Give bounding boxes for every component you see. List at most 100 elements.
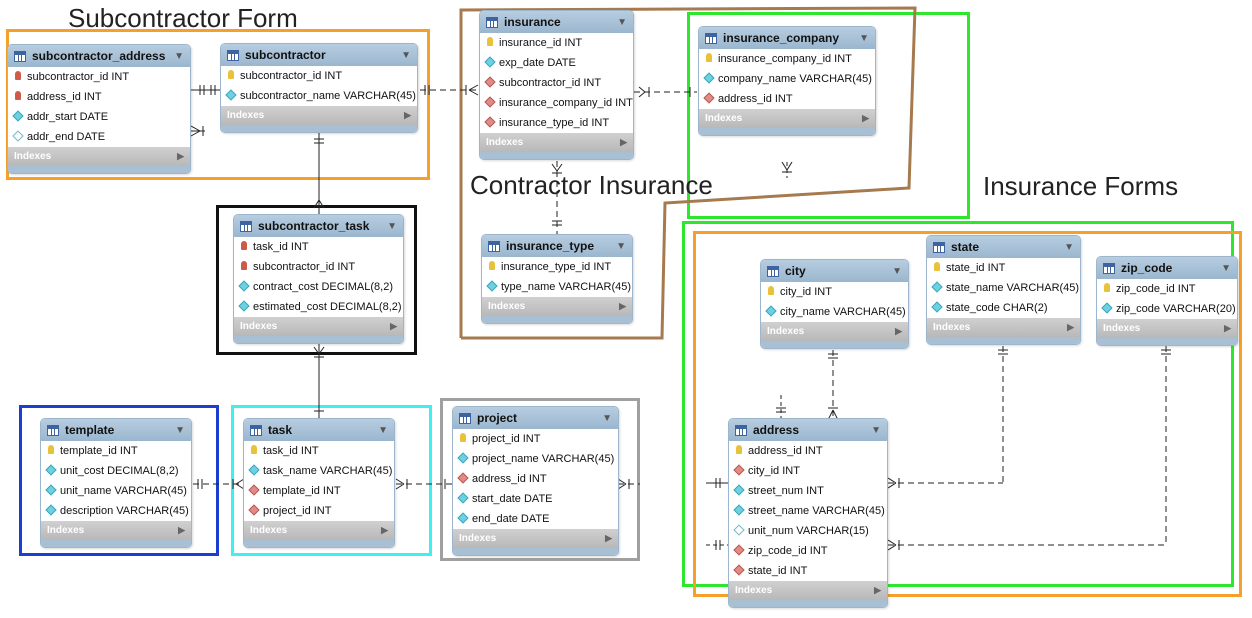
column-row[interactable]: address_id INT (729, 441, 887, 461)
collapse-triangle-icon[interactable]: ▼ (859, 32, 869, 44)
expand-arrow-icon[interactable]: ▶ (605, 533, 612, 543)
expand-arrow-icon[interactable]: ▶ (1067, 322, 1074, 332)
column-row[interactable]: city_id INT (761, 282, 908, 302)
collapse-triangle-icon[interactable]: ▼ (871, 424, 881, 436)
column-row[interactable]: contract_cost DECIMAL(8,2) (234, 277, 403, 297)
column-row[interactable]: zip_code_id INT (1097, 279, 1237, 299)
column-row[interactable]: template_id INT (244, 481, 394, 501)
table-insurance-company[interactable]: insurance_company▼insurance_company_id I… (698, 26, 876, 136)
expand-arrow-icon[interactable]: ▶ (178, 525, 185, 535)
column-row[interactable]: address_id INT (8, 87, 190, 107)
column-row[interactable]: address_id INT (453, 469, 618, 489)
table-header[interactable]: city▼ (761, 260, 908, 282)
table-header[interactable]: subcontractor_address▼ (8, 45, 190, 67)
collapse-triangle-icon[interactable]: ▼ (1221, 262, 1231, 274)
expand-arrow-icon[interactable]: ▶ (390, 321, 397, 331)
column-row[interactable]: addr_end DATE (8, 127, 190, 147)
indexes-bar[interactable]: Indexes▶ (41, 521, 191, 540)
column-row[interactable]: state_code CHAR(2) (927, 298, 1080, 318)
column-row[interactable]: template_id INT (41, 441, 191, 461)
indexes-bar[interactable]: Indexes▶ (480, 133, 633, 152)
column-row[interactable]: zip_code_id INT (729, 541, 887, 561)
column-row[interactable]: subcontractor_id INT (221, 66, 417, 86)
column-row[interactable]: project_id INT (244, 501, 394, 521)
table-header[interactable]: project▼ (453, 407, 618, 429)
indexes-bar[interactable]: Indexes▶ (699, 109, 875, 128)
column-row[interactable]: insurance_type_id INT (480, 113, 633, 133)
collapse-triangle-icon[interactable]: ▼ (378, 424, 388, 436)
table-subcontractor-address[interactable]: subcontractor_address▼subcontractor_id I… (7, 44, 191, 174)
column-row[interactable]: subcontractor_id INT (234, 257, 403, 277)
collapse-triangle-icon[interactable]: ▼ (616, 240, 626, 252)
table-header[interactable]: insurance▼ (480, 11, 633, 33)
column-row[interactable]: unit_cost DECIMAL(8,2) (41, 461, 191, 481)
column-row[interactable]: insurance_company_id INT (699, 49, 875, 69)
column-row[interactable]: street_name VARCHAR(45) (729, 501, 887, 521)
table-header[interactable]: insurance_type▼ (482, 235, 632, 257)
column-row[interactable]: task_name VARCHAR(45) (244, 461, 394, 481)
indexes-bar[interactable]: Indexes▶ (761, 322, 908, 341)
column-row[interactable]: start_date DATE (453, 489, 618, 509)
expand-arrow-icon[interactable]: ▶ (381, 525, 388, 535)
indexes-bar[interactable]: Indexes▶ (234, 317, 403, 336)
column-row[interactable]: street_num INT (729, 481, 887, 501)
column-row[interactable]: type_name VARCHAR(45) (482, 277, 632, 297)
indexes-bar[interactable]: Indexes▶ (1097, 319, 1237, 338)
column-row[interactable]: task_id INT (234, 237, 403, 257)
column-row[interactable]: state_name VARCHAR(45) (927, 278, 1080, 298)
collapse-triangle-icon[interactable]: ▼ (401, 49, 411, 61)
expand-arrow-icon[interactable]: ▶ (620, 137, 627, 147)
table-header[interactable]: subcontractor▼ (221, 44, 417, 66)
indexes-bar[interactable]: Indexes▶ (244, 521, 394, 540)
column-row[interactable]: unit_name VARCHAR(45) (41, 481, 191, 501)
expand-arrow-icon[interactable]: ▶ (619, 301, 626, 311)
expand-arrow-icon[interactable]: ▶ (1224, 323, 1231, 333)
column-row[interactable]: project_id INT (453, 429, 618, 449)
column-row[interactable]: project_name VARCHAR(45) (453, 449, 618, 469)
column-row[interactable]: addr_start DATE (8, 107, 190, 127)
column-row[interactable]: description VARCHAR(45) (41, 501, 191, 521)
table-header[interactable]: address▼ (729, 419, 887, 441)
column-row[interactable]: address_id INT (699, 89, 875, 109)
column-row[interactable]: exp_date DATE (480, 53, 633, 73)
column-row[interactable]: insurance_type_id INT (482, 257, 632, 277)
collapse-triangle-icon[interactable]: ▼ (892, 265, 902, 277)
table-header[interactable]: insurance_company▼ (699, 27, 875, 49)
column-row[interactable]: insurance_company_id INT (480, 93, 633, 113)
expand-arrow-icon[interactable]: ▶ (177, 151, 184, 161)
column-row[interactable]: task_id INT (244, 441, 394, 461)
indexes-bar[interactable]: Indexes▶ (8, 147, 190, 166)
indexes-bar[interactable]: Indexes▶ (729, 581, 887, 600)
column-row[interactable]: end_date DATE (453, 509, 618, 529)
expand-arrow-icon[interactable]: ▶ (874, 585, 881, 595)
collapse-triangle-icon[interactable]: ▼ (617, 16, 627, 28)
indexes-bar[interactable]: Indexes▶ (453, 529, 618, 548)
expand-arrow-icon[interactable]: ▶ (862, 113, 869, 123)
indexes-bar[interactable]: Indexes▶ (221, 106, 417, 125)
column-row[interactable]: subcontractor_id INT (480, 73, 633, 93)
column-row[interactable]: city_id INT (729, 461, 887, 481)
column-row[interactable]: estimated_cost DECIMAL(8,2) (234, 297, 403, 317)
table-header[interactable]: subcontractor_task▼ (234, 215, 403, 237)
table-header[interactable]: state▼ (927, 236, 1080, 258)
column-row[interactable]: state_id INT (729, 561, 887, 581)
collapse-triangle-icon[interactable]: ▼ (1064, 241, 1074, 253)
column-row[interactable]: subcontractor_id INT (8, 67, 190, 87)
expand-arrow-icon[interactable]: ▶ (404, 110, 411, 120)
column-row[interactable]: state_id INT (927, 258, 1080, 278)
column-row[interactable]: unit_num VARCHAR(15) (729, 521, 887, 541)
expand-arrow-icon[interactable]: ▶ (895, 326, 902, 336)
collapse-triangle-icon[interactable]: ▼ (387, 220, 397, 232)
column-row[interactable]: city_name VARCHAR(45) (761, 302, 908, 322)
